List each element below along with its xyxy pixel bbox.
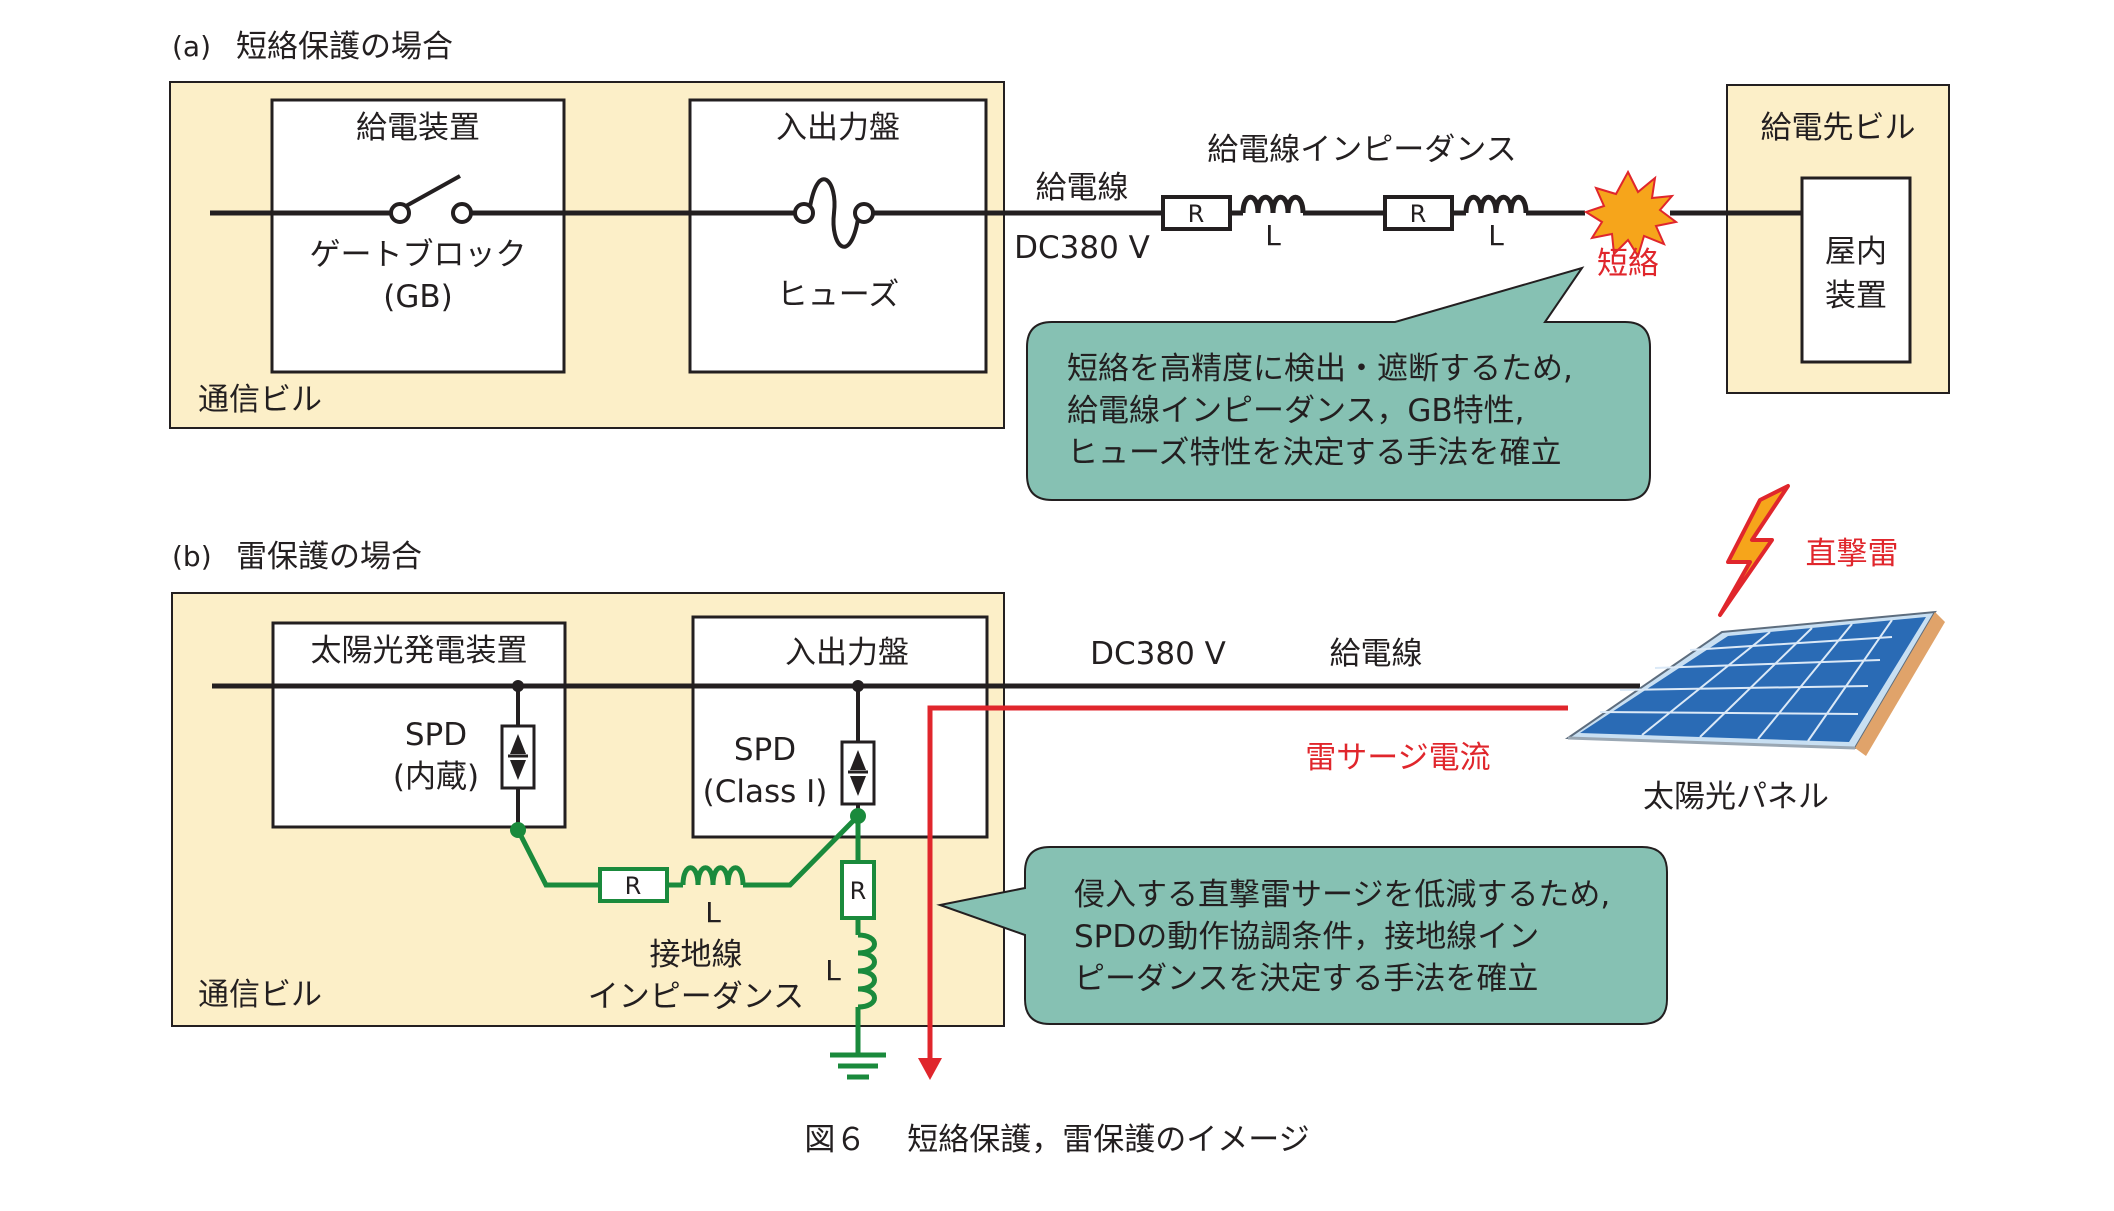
io-panel-a-title: 入出力盤 [776,110,900,146]
impedance-label: 給電線インピーダンス [1207,132,1516,168]
spd-builtin-line2: (内蔵) [393,759,479,795]
spd-builtin-line1: SPD [405,717,467,753]
section-b-title: 雷保護の場合 [236,539,422,575]
surge-current-label: 雷サージ電流 [1305,740,1490,776]
telecom-building-b-label: 通信ビル [198,977,322,1013]
spd-class1-line2: (Class I) [703,774,828,810]
section-b: (b) 雷保護の場合 通信ビル 太陽光発電装置 SPD (内蔵) 入出力盤 SP… [171,484,1945,1080]
power-supply-unit [270,98,566,374]
indoor-device-line1: 屋内 [1825,234,1887,270]
short-circuit-spark-icon [1583,169,1679,259]
resistor-2-label: R [1410,200,1427,228]
callout-a-line2: 給電線インピーダンス，GB特性, [1067,393,1525,429]
inductor-1-label: L [1265,219,1281,252]
ground-impedance-label-1: 接地線 [650,937,743,973]
ground-resistor-1-label: R [625,872,642,900]
lightning-bolt-icon [1718,484,1790,617]
gate-block-label: ゲートブロック [310,237,527,273]
indoor-device [1800,176,1912,364]
callout-a-line3: ヒューズ特性を決定する手法を確立 [1067,435,1561,471]
ground-resistor-1 [598,867,669,903]
direct-strike-label: 直撃雷 [1806,536,1899,572]
surge-current-path [918,705,1568,1080]
destination-building-title: 給電先ビル [1761,110,1916,146]
section-a-title: 短絡保護の場合 [236,29,453,65]
callout-b-line2: SPDの動作協調条件，接地線イン [1074,919,1539,955]
io-panel-a [688,98,988,374]
resistor-1 [1161,195,1232,231]
telecom-building-a-label: 通信ビル [198,382,322,418]
feeder-line-a [210,194,1802,216]
section-a-label: (a) [172,30,211,63]
feeder-cable-label-a: 給電線 [1036,170,1129,206]
io-panel-b-title: 入出力盤 [785,635,909,671]
power-supply-unit-title: 給電装置 [356,110,480,146]
ground-impedance-label-2: インピーダンス [588,979,804,1015]
gate-block-abbr: (GB) [383,279,452,315]
ground-resistor-2-label: R [850,877,867,905]
fuse-label: ヒューズ [777,277,899,313]
voltage-label-b: DC380 V [1090,636,1226,672]
ground-resistor-2 [840,860,876,920]
callout-b-line1: 侵入する直撃雷サージを低減するため, [1074,877,1610,913]
resistor-2 [1383,195,1454,231]
resistor-1-label: R [1188,200,1205,228]
short-circuit-label: 短絡 [1597,246,1659,282]
ground-inductor-2-label: L [825,954,841,987]
figure-caption: 図６ 短絡保護，雷保護のイメージ [804,1122,1309,1158]
callout-b-line3: ピーダンスを決定する手法を確立 [1074,961,1538,997]
solar-panel-label: 太陽光パネル [1643,779,1829,815]
io-panel-b [691,615,989,839]
fuse-symbol [793,177,875,249]
callout-a [1026,266,1651,501]
spd-class1-line1: SPD [734,732,796,768]
section-a: (a) 短絡保護の場合 通信ビル 給電装置 入出力盤 給電先ビル 屋内 装置 [169,29,1950,501]
gate-block-switch [389,174,473,224]
voltage-label-a: DC380 V [1014,230,1150,266]
section-b-label: (b) [172,540,212,573]
feeder-cable-label-b: 給電線 [1330,636,1423,672]
indoor-device-line2: 装置 [1825,278,1887,314]
ground-inductor-1-label: L [705,896,721,929]
spd-builtin-symbol [500,680,536,830]
solar-panel-icon [1564,610,1945,756]
ground-node-1 [510,822,526,838]
callout-a-line1: 短絡を高精度に検出・遮断するため, [1067,351,1573,387]
solar-power-unit-title: 太陽光発電装置 [311,633,528,669]
ground-node-2 [850,808,866,824]
inductor-2-label: L [1488,219,1504,252]
ground-wire [515,814,886,1080]
spd-class1-symbol [840,680,876,816]
callout-b [936,846,1668,1025]
